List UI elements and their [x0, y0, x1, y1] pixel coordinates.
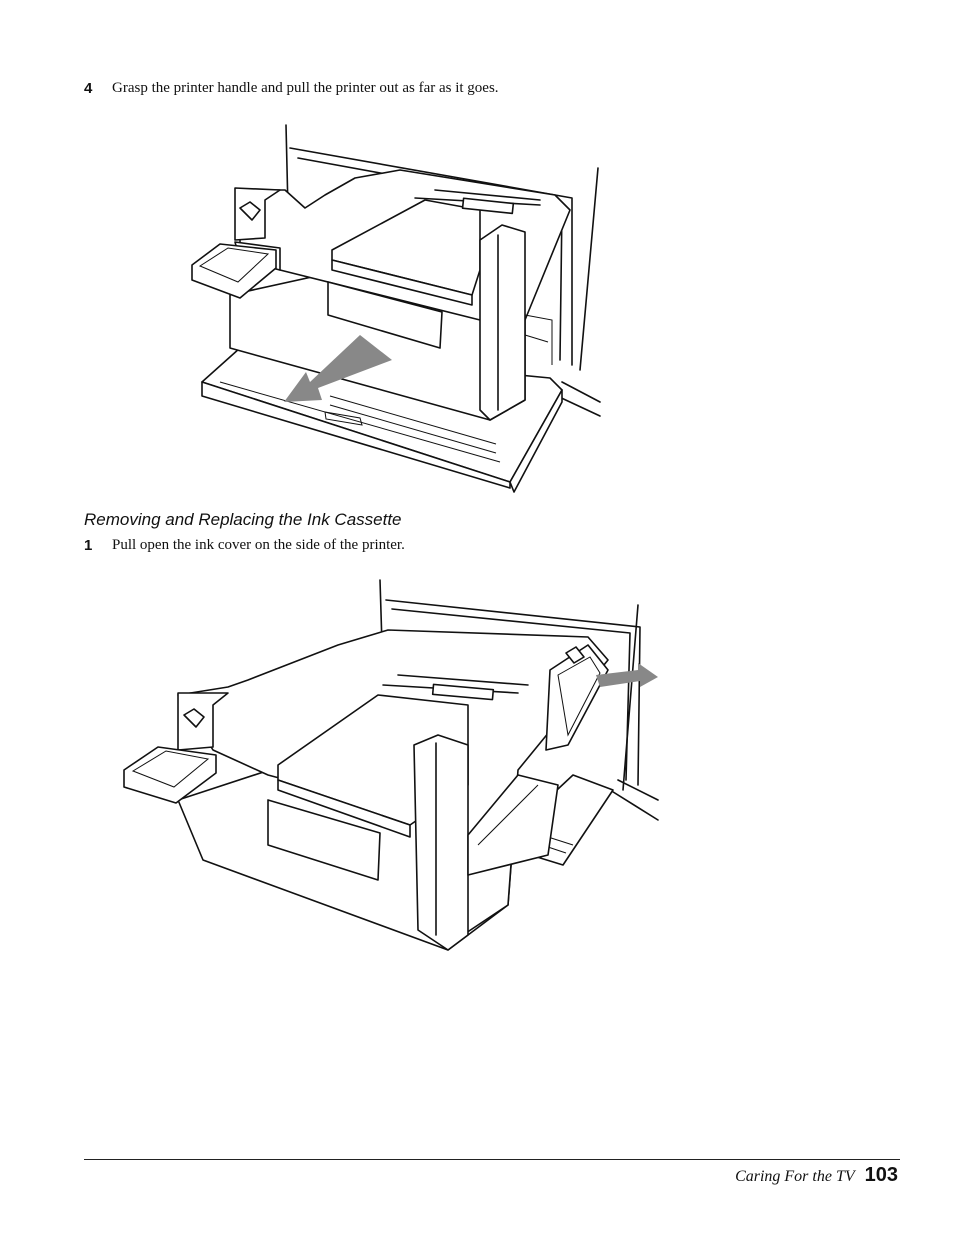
- page-footer: Caring For the TV 103: [735, 1164, 898, 1187]
- step-number: 4: [84, 80, 93, 97]
- footer-divider: [84, 1159, 900, 1160]
- ink-cover-open-illustration: [123, 579, 659, 951]
- step-text: Pull open the ink cover on the side of t…: [112, 537, 405, 553]
- section-heading: Removing and Replacing the Ink Cassette: [84, 510, 402, 529]
- page-number: 103: [864, 1164, 898, 1186]
- step-number: 1: [84, 537, 93, 554]
- step-text: Grasp the printer handle and pull the pr…: [112, 80, 499, 96]
- chapter-title: Caring For the TV: [735, 1168, 855, 1185]
- printer-pull-out-illustration: [191, 124, 601, 493]
